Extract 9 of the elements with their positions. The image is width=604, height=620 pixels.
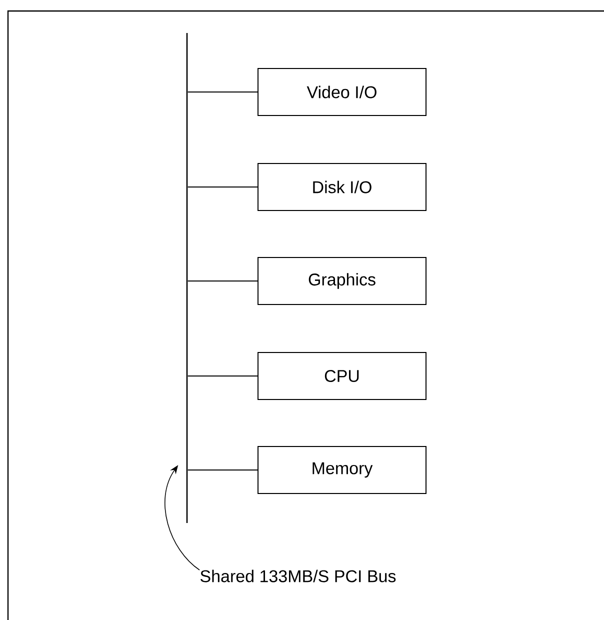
component-box: Video I/O — [258, 68, 426, 116]
connector-line — [187, 186, 258, 188]
connector-line — [187, 280, 258, 282]
component-box: CPU — [258, 352, 426, 400]
bus-label: Shared 133MB/S PCI Bus — [200, 570, 396, 582]
component-box: Graphics — [258, 257, 426, 305]
bus-line — [186, 33, 188, 523]
component-box: Disk I/O — [258, 163, 426, 211]
component-box: Memory — [258, 446, 426, 494]
